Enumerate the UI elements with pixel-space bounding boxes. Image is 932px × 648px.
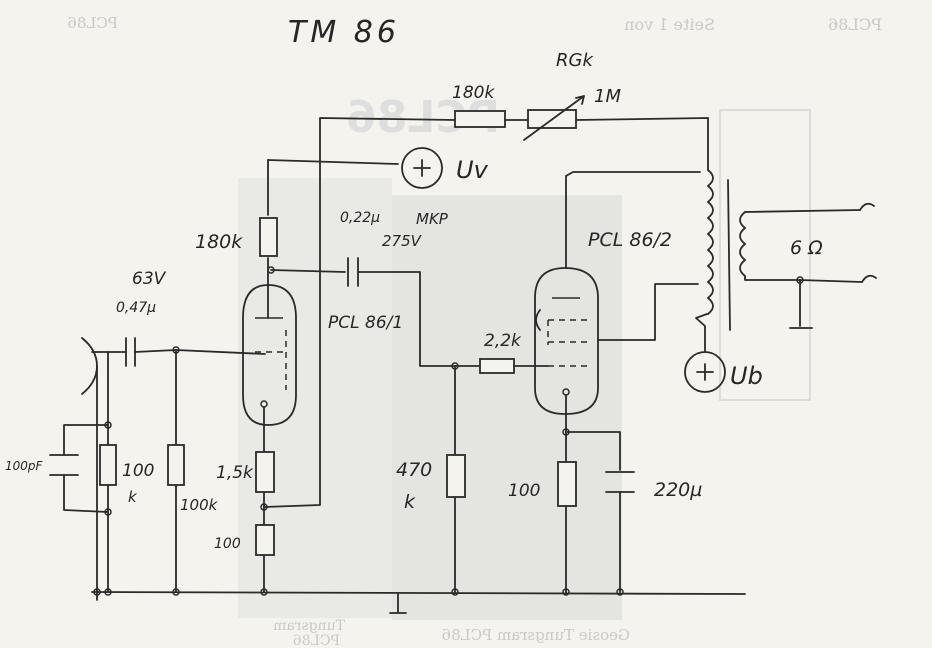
resistor-180k-feedback [454, 110, 506, 128]
label-cap-022: 0,22µ [340, 210, 380, 226]
input-capacitor [125, 337, 136, 367]
label-uv: Uv [456, 156, 489, 184]
label-pcl86-2: PCL 86/2 [588, 229, 672, 251]
label-100: 100 [214, 536, 241, 552]
capacitor-100pf [49, 454, 79, 476]
label-220u: 220µ [654, 479, 702, 501]
resistor-180k-plate [259, 217, 278, 257]
label-63v: 63V [132, 269, 167, 289]
ground-rail [91, 591, 746, 595]
ub-supply [684, 351, 726, 393]
label-rgk: RGk [556, 50, 594, 71]
watermark-bottom-2: PCL86 [293, 633, 340, 648]
resistor-100k-a [99, 444, 117, 486]
watermark-bottom-1: Tungsram [273, 618, 345, 634]
label-180k-left: 180k [195, 231, 243, 253]
watermark-bottom-3: Geosie Tungsram PCL86 [442, 626, 630, 644]
label-2k2: 2,2k [484, 331, 522, 351]
label-100k-a: 100 [122, 461, 154, 481]
ghost-panel-right [392, 195, 622, 620]
resistor-100 [255, 524, 275, 556]
watermark-top-right: PCL86 [828, 15, 882, 34]
resistor-1k5 [255, 451, 275, 493]
background-ghost: PCL86 PCL86 PCL86 Seite 1 von Tungsram P… [67, 14, 882, 648]
label-180k-top: 180k [452, 83, 495, 103]
label-mkp: MKP [416, 210, 449, 228]
transformer-primary [707, 169, 714, 315]
schematic-title: TM 86 [288, 15, 400, 50]
label-speaker: 6 Ω [790, 237, 823, 259]
watermark-top-left: PCL86 [67, 14, 118, 32]
label-470k: 470 [396, 459, 432, 481]
label-100k-a-unit: k [128, 488, 138, 506]
label-ub: Ub [730, 362, 763, 390]
speaker-terminals [859, 202, 877, 283]
resistor-470k [446, 454, 466, 498]
transformer-core [727, 179, 731, 331]
label-275v: 275V [382, 232, 423, 250]
label-pcl86-1: PCL 86/1 [328, 313, 403, 333]
label-100pf: 100pF [5, 459, 44, 473]
ghost-frame [719, 109, 811, 401]
resistor-100k-b [167, 444, 185, 486]
feedback-wire [263, 117, 456, 508]
label-1m: 1M [594, 86, 621, 107]
watermark-seite: Seite 1 von [624, 15, 715, 34]
label-100-cathode: 100 [508, 481, 540, 501]
label-1k5: 1,5k [216, 463, 254, 483]
transformer-secondary [739, 211, 746, 277]
label-100k-b: 100k [180, 496, 219, 514]
resistor-2k2 [479, 358, 515, 374]
label-cap-047: 0,47µ [116, 300, 156, 316]
triode-tube [242, 284, 297, 426]
uv-supply [401, 147, 443, 189]
ground-symbol [389, 593, 407, 614]
label-470k-unit: k [404, 491, 416, 513]
resistor-100-cathode [557, 461, 577, 507]
